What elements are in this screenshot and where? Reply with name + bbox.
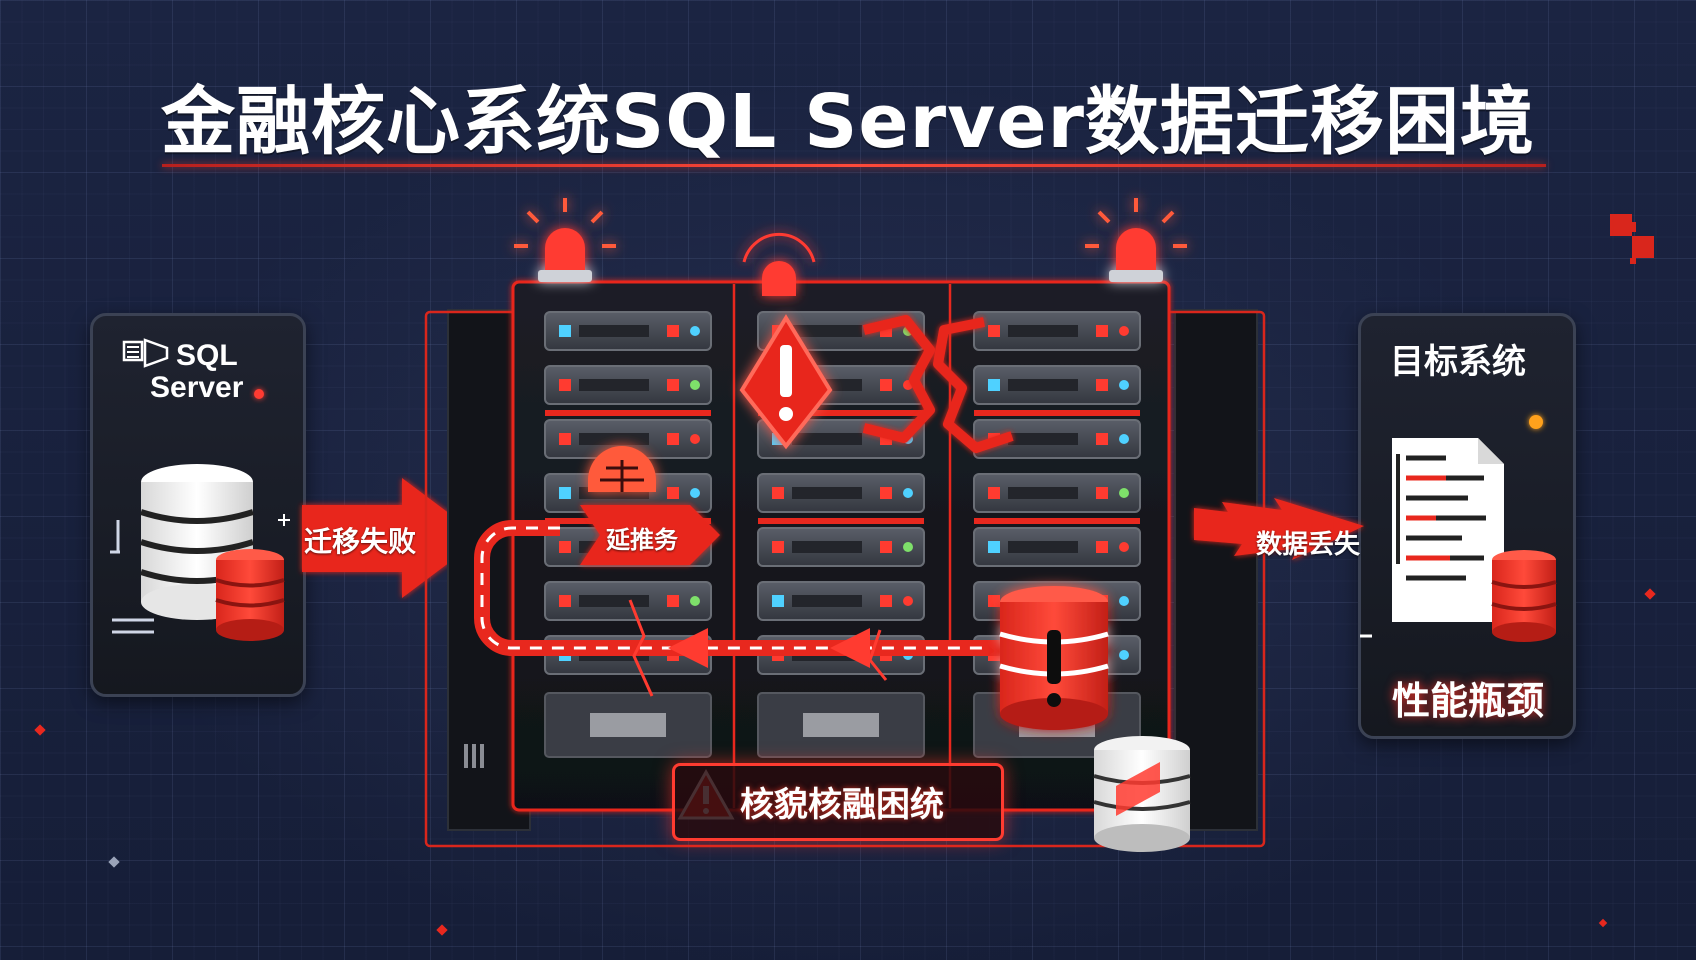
decorative-pixels [1610, 214, 1654, 264]
status-orange-dot [1529, 415, 1543, 429]
core-warning-box [672, 763, 1004, 841]
page-title: 金融核心系统SQL Server数据迁移困境 [160, 79, 1536, 165]
document-report-icon [1392, 438, 1504, 622]
vent-slots [464, 744, 484, 768]
alarm-light-center-icon [742, 232, 816, 296]
sql-server-logo-icon [122, 338, 169, 368]
plus-mark [278, 514, 290, 526]
source-decoration-lines [110, 520, 154, 634]
target-system-title: 目标系统 [1390, 342, 1526, 382]
sql-server-logo-line1: SQL [176, 339, 238, 372]
rack-bottom-drawers [544, 692, 1141, 758]
target-red-database-icon [1491, 550, 1557, 642]
red-database-error-icon [999, 586, 1109, 730]
migration-failed-arrow [302, 478, 482, 598]
broken-chain-icon [862, 315, 1014, 453]
rack-side-right [1174, 309, 1258, 831]
sql-server-logo-line2: Server [150, 371, 244, 404]
title-underline [162, 164, 1546, 167]
delay-arrow [580, 505, 720, 565]
core-warning-label: 核貌核融困统 [740, 785, 944, 825]
crack-lines [628, 599, 888, 697]
logo-red-dot [254, 389, 264, 399]
source-red-database-icon [215, 549, 285, 641]
delay-label: 延推务 [606, 526, 678, 554]
migration-failed-label: 迁移失败 [304, 525, 417, 558]
corrupted-database-icon [1093, 736, 1191, 852]
alarm-light-left-icon [514, 198, 616, 282]
alarm-light-inner-icon [588, 446, 656, 492]
performance-bottleneck-label: 性能瓶颈 [1392, 679, 1545, 723]
warning-exclamation-icon [739, 314, 833, 450]
data-loss-label: 数据丢失 [1256, 530, 1361, 560]
alarm-light-right-icon [1085, 198, 1187, 282]
data-loss-arrow [1194, 498, 1364, 560]
